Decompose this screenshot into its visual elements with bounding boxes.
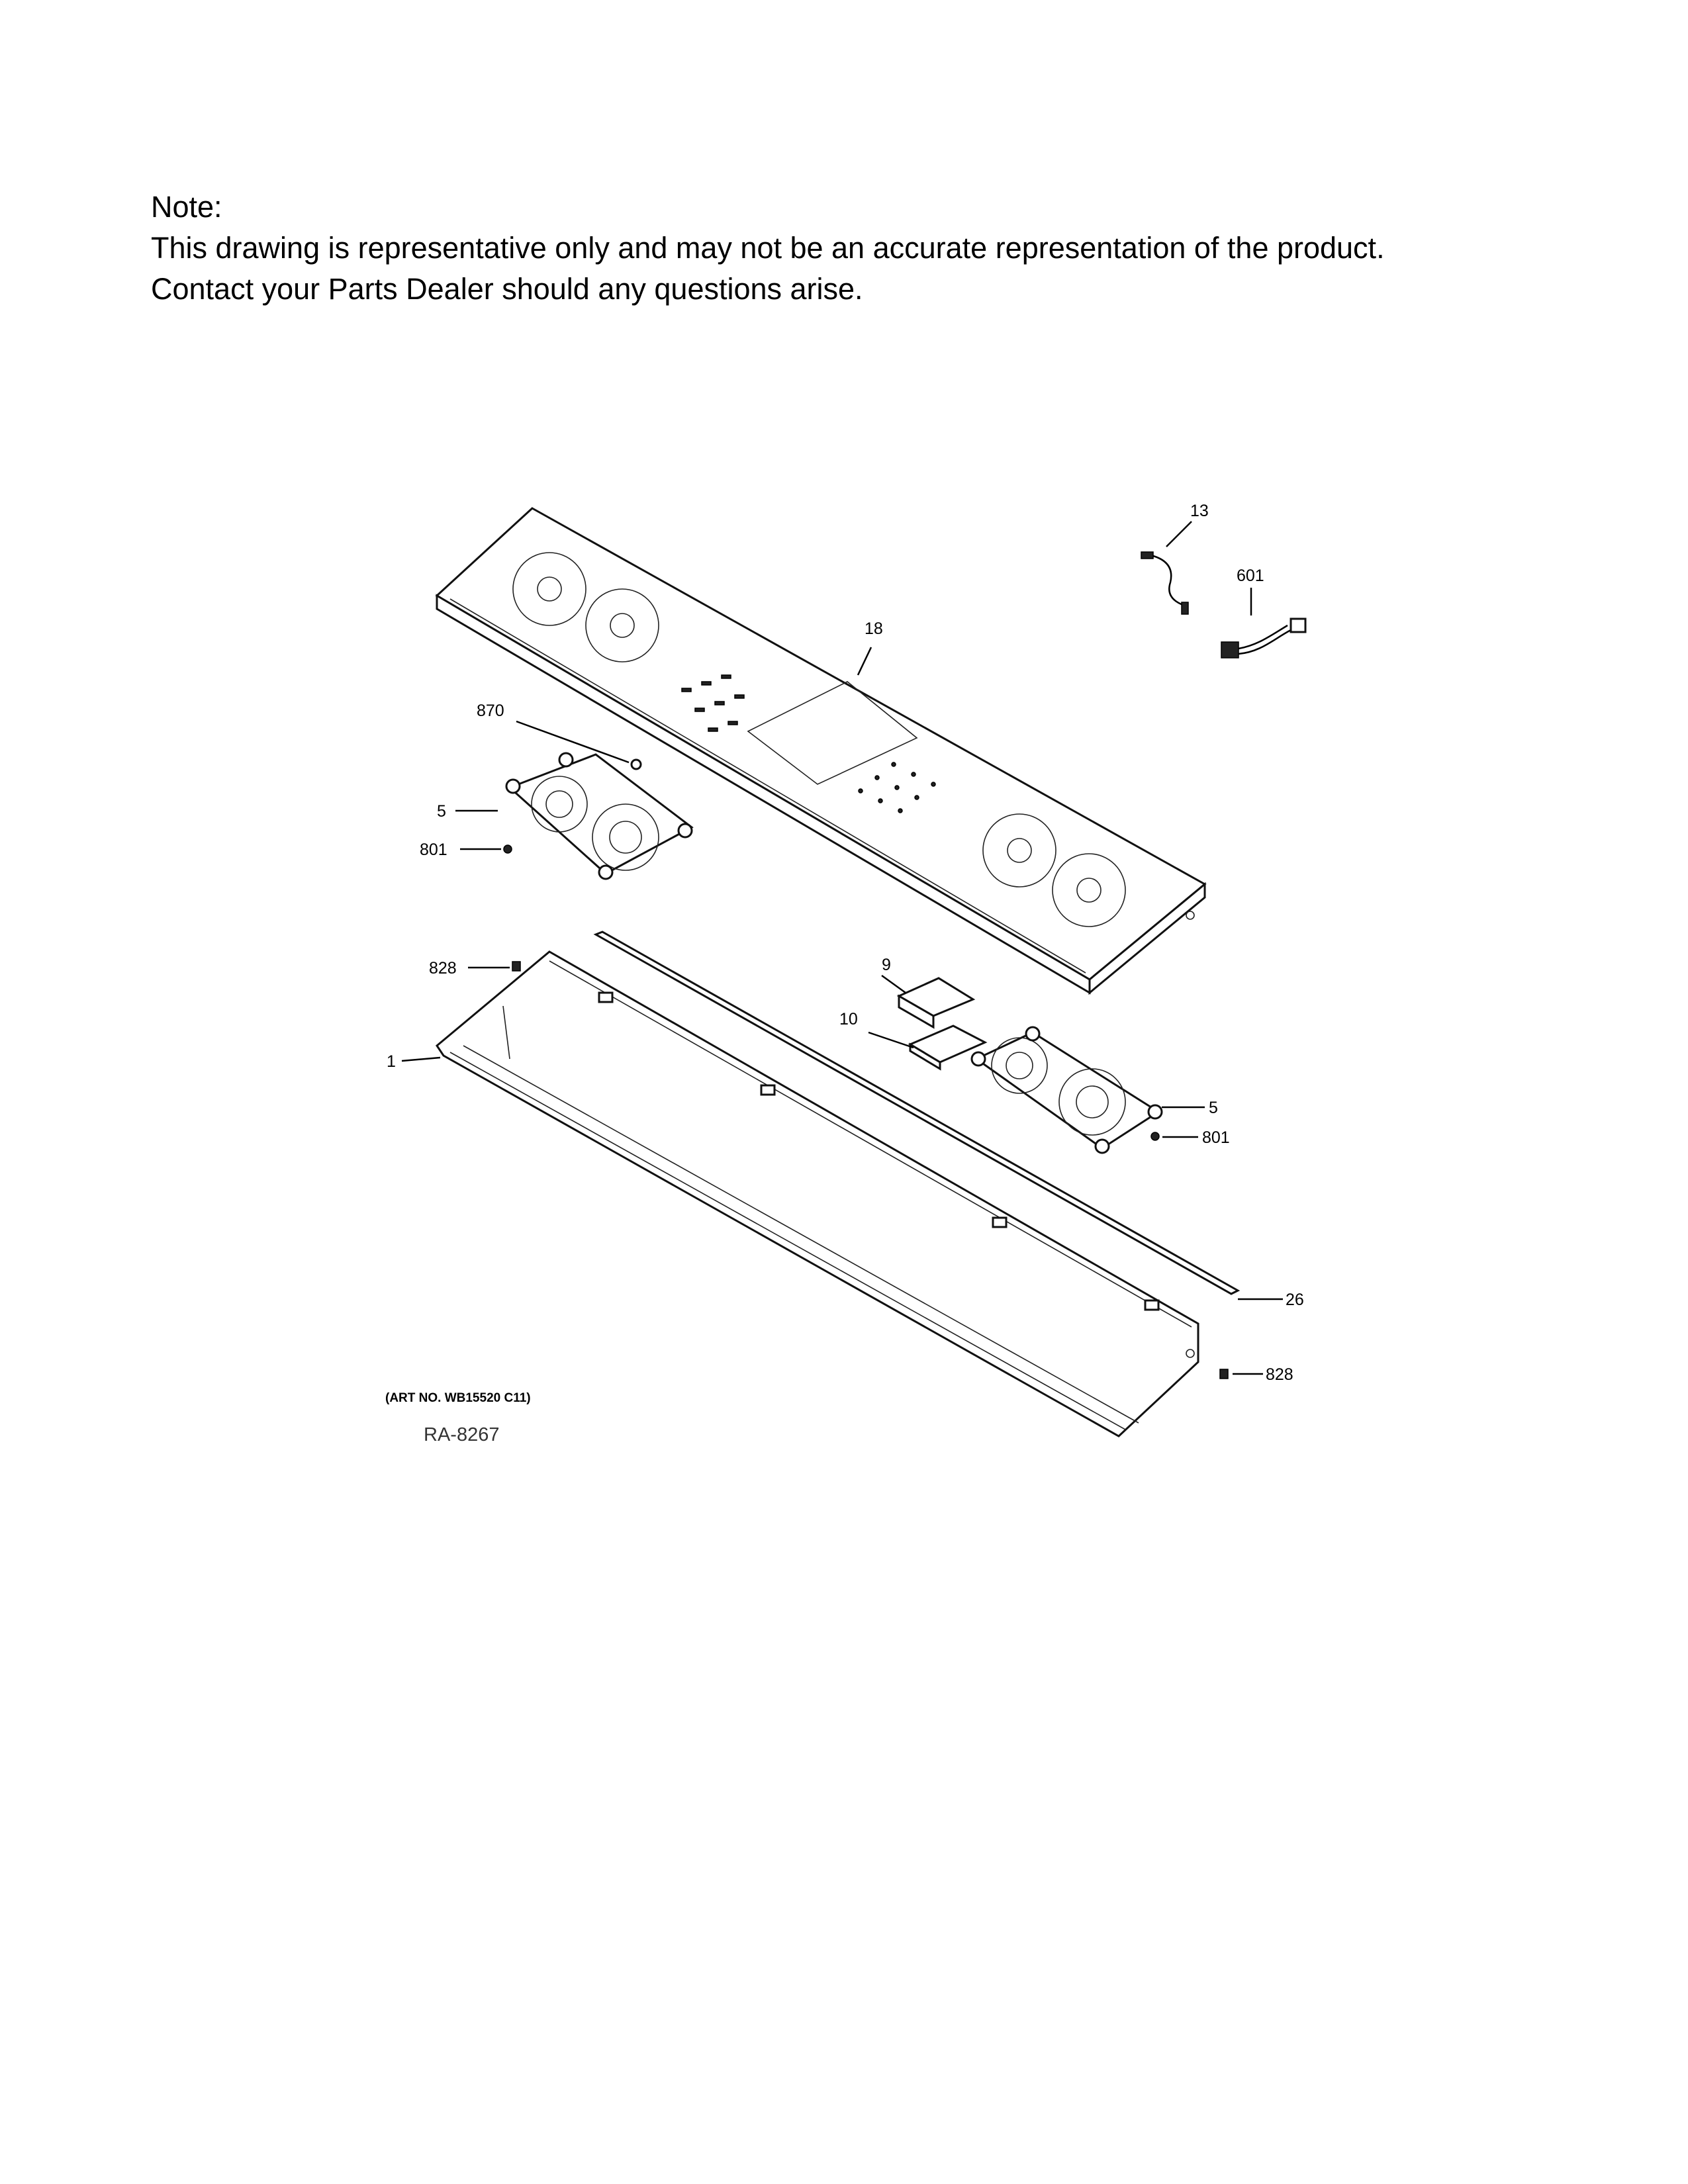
gasket-strip-part-26 [593,931,1241,1295]
callout-5-left: 5 [437,802,446,821]
callout-870: 870 [477,702,504,720]
callout-9: 9 [882,956,891,974]
callout-13: 13 [1190,502,1209,520]
peg-part-870 [630,758,642,770]
wire-harness-part-601 [1221,617,1307,659]
note-line-1: This drawing is representative only and … [151,231,1385,265]
callout-601: 601 [1237,567,1264,585]
leader-lines [401,521,1283,1375]
board-part-10 [908,1024,988,1071]
callout-828-left: 828 [429,959,457,978]
rotary-board-part-5-left [505,752,694,880]
callout-labels: 13 601 18 870 5 801 828 9 10 1 5 801 26 … [387,502,1304,1384]
callout-5-right: 5 [1209,1099,1218,1117]
callout-828-right: 828 [1266,1365,1293,1384]
cover-part-9 [896,977,976,1029]
clip-part-828-right [1219,1369,1229,1379]
wire-harness-part-13 [1141,551,1189,615]
callout-10: 10 [839,1010,858,1028]
callout-801-left: 801 [420,841,447,859]
screw-part-801-right [1150,1132,1160,1141]
callout-801-right: 801 [1202,1128,1230,1147]
drawing-note: Note: This drawing is representative onl… [151,187,1385,310]
control-panel-part-18 [435,507,1207,995]
callout-26: 26 [1286,1291,1304,1309]
note-line-2: Contact your Parts Dealer should any que… [151,272,863,306]
keypad-grid [858,762,936,813]
screw-part-801-left [503,844,512,854]
control-frame-part-1 [436,950,1199,1437]
panel-button-marks [681,674,745,732]
callout-1: 1 [387,1052,396,1071]
art-number: (ART NO. WB15520 C11) [385,1391,531,1405]
note-heading: Note: [151,190,222,224]
ra-number: RA-8267 [424,1424,499,1445]
clip-part-828-left [512,961,521,972]
rotary-board-part-5-right [970,1026,1163,1154]
callout-18: 18 [865,619,883,638]
